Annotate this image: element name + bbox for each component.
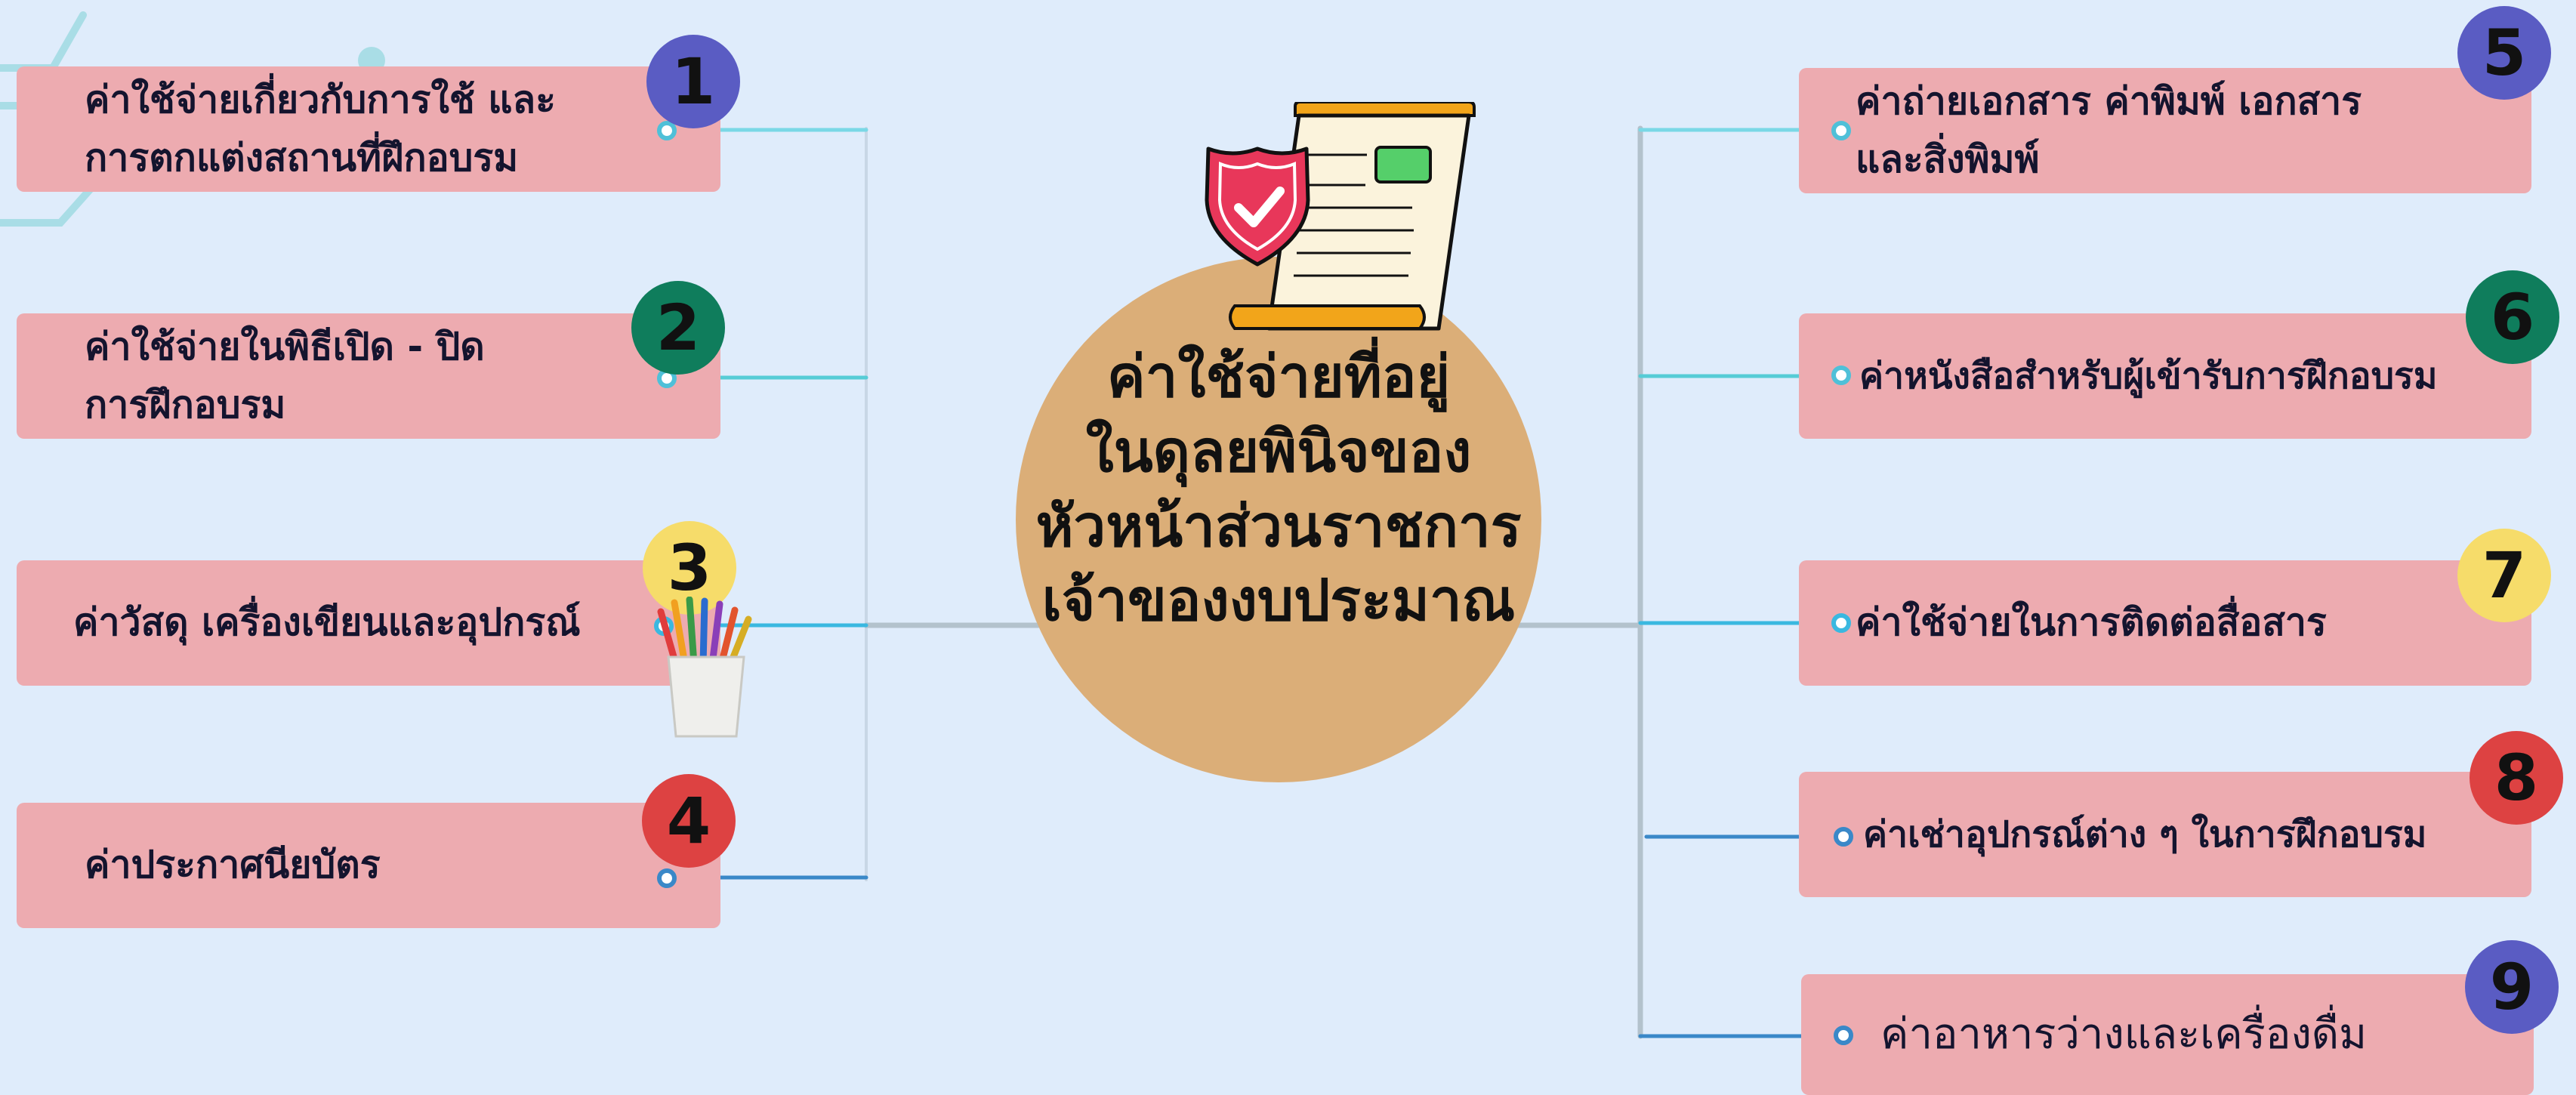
document-shield-icon (1205, 102, 1476, 331)
connector-dot-5 (1831, 121, 1851, 140)
center-circle (1016, 257, 1541, 782)
connector-dot-9 (1834, 1026, 1853, 1045)
item-box-9: ค่าอาหารว่างและเครื่องดื่ม (1801, 974, 2534, 1095)
connector-dot-1 (657, 121, 677, 140)
number-badge-8: 8 (2470, 731, 2563, 825)
number-badge-4: 4 (642, 774, 736, 868)
item-4-line-1: ค่าประกาศนียบัตร (85, 843, 381, 887)
item-5-line-2: และสิ่งพิมพ์ (1856, 137, 2040, 181)
number-badge-7: 7 (2457, 529, 2551, 622)
connector-dot-8 (1834, 827, 1853, 847)
number-badge-9: 9 (2465, 940, 2559, 1034)
item-box-3: ค่าวัสดุ เครื่องเขียนและอุปกรณ์ (17, 560, 720, 686)
item-box-1: ค่าใช้จ่ายเกี่ยวกับการใช้ และการตกแต่งสถ… (17, 66, 720, 192)
item-1-line-2: การตกแต่งสถานที่ฝึกอบรม (85, 136, 519, 180)
number-badge-1: 1 (646, 35, 740, 128)
connector-dot-7 (1831, 613, 1851, 633)
item-6-line-1: ค่าหนังสือสำหรับผู้เข้ารับการฝึกอบรม (1859, 354, 2438, 397)
number-badge-5: 5 (2457, 6, 2551, 100)
center-title-line-3: หัวหน้าส่วนราชการ (1035, 492, 1522, 560)
center-title-line-4: เจ้าของงบประมาณ (1041, 566, 1516, 634)
item-box-6: ค่าหนังสือสำหรับผู้เข้ารับการฝึกอบรม (1799, 313, 2531, 439)
item-box-7: ค่าใช้จ่ายในการติดต่อสื่อสาร (1799, 560, 2531, 686)
item-box-2: ค่าใช้จ่ายในพิธีเปิด - ปิดการฝึกอบรม (17, 313, 720, 439)
item-2-line-1: ค่าใช้จ่ายในพิธีเปิด - ปิด (85, 324, 485, 369)
center-title-line-2: ในดุลยพินิจของ (1085, 417, 1472, 485)
item-box-5: ค่าถ่ายเอกสาร ค่าพิมพ์ เอกสารและสิ่งพิมพ… (1799, 68, 2531, 193)
pencil-cup-icon (657, 597, 752, 738)
item-box-8: ค่าเช่าอุปกรณ์ต่าง ๆ ในการฝึกอบรม (1799, 772, 2531, 897)
center-title-line-1: ค่าใช้จ่ายที่อยู่ (1106, 343, 1451, 410)
connector-dot-4 (657, 868, 677, 888)
item-7-line-1: ค่าใช้จ่ายในการติดต่อสื่อสาร (1856, 600, 2327, 645)
center-title: ค่าใช้จ่ายที่อยู่ ในดุลยพินิจของ หัวหน้า… (993, 340, 1564, 638)
item-9-line-1: ค่าอาหารว่างและเครื่องดื่ม (1880, 1009, 2368, 1059)
connector-dot-6 (1831, 366, 1851, 385)
item-2-line-2: การฝึกอบรม (85, 383, 286, 427)
item-8-line-1: ค่าเช่าอุปกรณ์ต่าง ๆ ในการฝึกอบรม (1863, 813, 2427, 856)
item-3-line-1: ค่าวัสดุ เครื่องเขียนและอุปกรณ์ (73, 600, 581, 645)
item-box-4: ค่าประกาศนียบัตร (17, 803, 720, 928)
item-1-line-1: ค่าใช้จ่ายเกี่ยวกับการใช้ และ (85, 77, 556, 122)
number-badge-2: 2 (631, 281, 725, 375)
number-badge-6: 6 (2466, 270, 2559, 364)
item-5-line-1: ค่าถ่ายเอกสาร ค่าพิมพ์ เอกสาร (1856, 79, 2362, 123)
